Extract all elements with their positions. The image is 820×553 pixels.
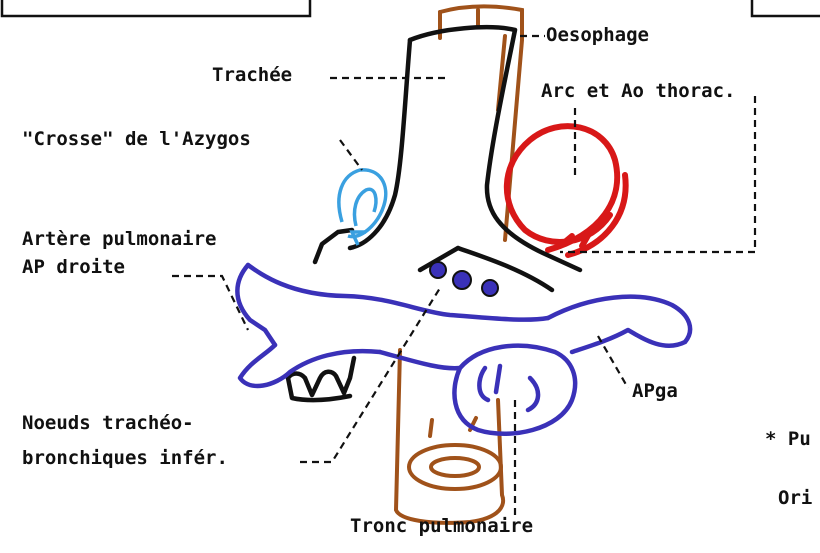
aorta-shape: [507, 126, 626, 255]
label-arc-aorte: Arc et Ao thorac.: [541, 80, 735, 102]
label-ap-droite: AP droite: [22, 256, 125, 278]
pulmonary-artery-shape: [237, 265, 690, 434]
label-right-pu: * Pu: [765, 428, 811, 450]
label-artere-pulmonaire: Artère pulmonaire: [22, 228, 216, 250]
label-tronc-pulmonaire: Tronc pulmonaire: [350, 515, 533, 537]
label-noeuds-line1: Noeuds trachéo-: [22, 412, 194, 434]
label-oesophage: Oesophage: [546, 24, 649, 46]
label-right-ori: Ori: [778, 487, 812, 509]
trachea-shape: [288, 27, 580, 400]
label-azygos: "Crosse" de l'Azygos: [22, 128, 251, 150]
label-noeuds-line2: bronchiques infér.: [22, 447, 228, 469]
azygos-shape: [339, 170, 386, 245]
top-right-title-box: [752, 0, 820, 16]
top-left-title-box: [2, 0, 310, 16]
label-apga: APga: [632, 380, 678, 402]
trachea-bronchial-nodes: [430, 262, 498, 296]
label-trachee: Trachée: [212, 64, 292, 86]
